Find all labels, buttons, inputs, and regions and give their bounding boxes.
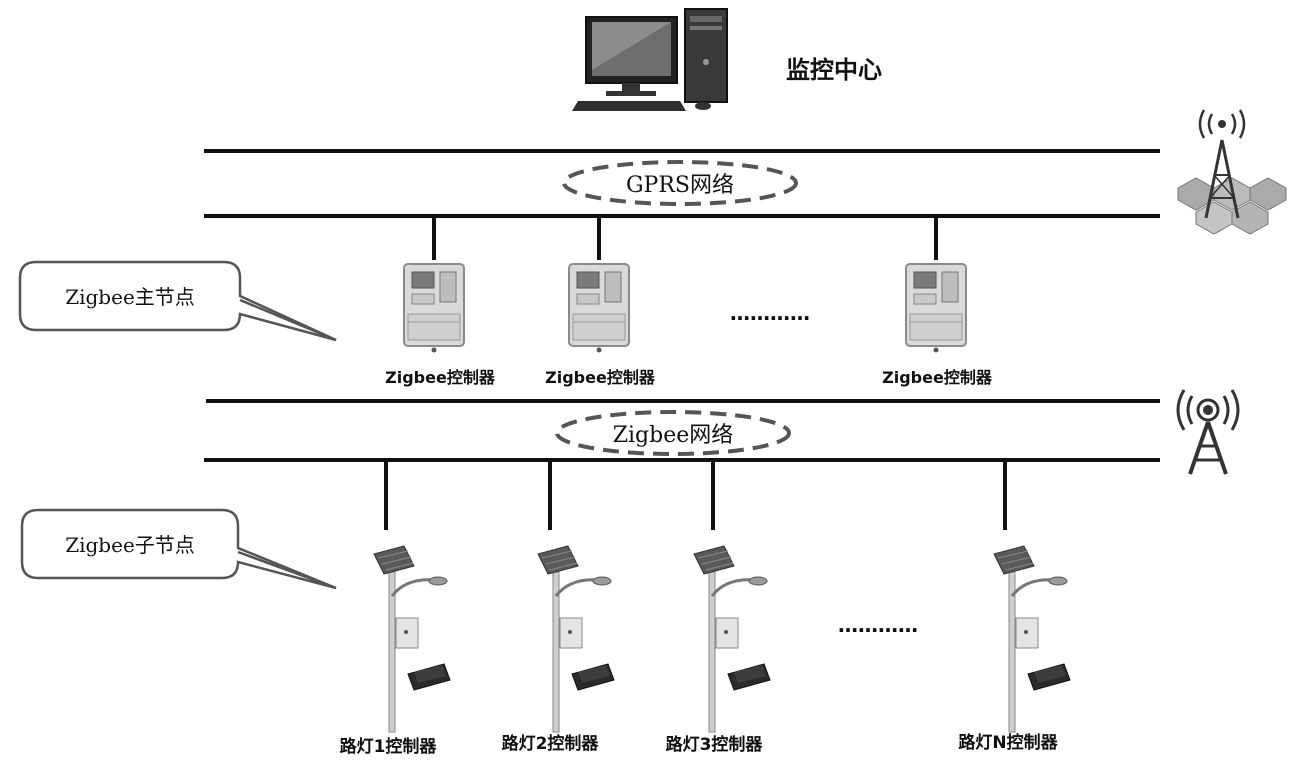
controllers-ellipsis: ………… <box>730 301 810 325</box>
child-node-label: Zigbee子节点 <box>65 533 195 557</box>
streetlight-controller-label: 路灯N控制器 <box>958 732 1058 753</box>
master-node-callout <box>18 260 337 342</box>
cell-tower-icon <box>1177 109 1287 235</box>
streetlight-controller-label: 路灯2控制器 <box>502 733 600 754</box>
controller-meter-icon <box>905 263 967 354</box>
solar-streetlight-icon <box>372 544 452 734</box>
solar-streetlight-icon <box>992 544 1072 734</box>
monitor-center-label: 监控中心 <box>786 56 882 84</box>
radio-antenna-icon <box>1176 389 1240 475</box>
zigbee-controller-label: Zigbee控制器 <box>882 368 993 387</box>
streetlights-ellipsis: ………… <box>838 613 918 637</box>
streetlight-controller-label: 路灯1控制器 <box>340 736 438 757</box>
child-node-callout <box>20 508 337 590</box>
zigbee-network-ellipse <box>555 410 791 456</box>
solar-streetlight-icon <box>692 544 772 734</box>
streetlight-controller-label: 路灯3控制器 <box>666 734 764 755</box>
gprs-network-ellipse <box>562 160 798 206</box>
zigbee-network-label: Zigbee网络 <box>613 423 734 448</box>
desktop-computer-icon <box>572 8 728 111</box>
master-node-label: Zigbee主节点 <box>65 285 195 309</box>
controller-meter-icon <box>403 263 465 354</box>
controller-meter-icon <box>568 263 630 354</box>
zigbee-controller-label: Zigbee控制器 <box>385 368 496 387</box>
solar-streetlight-icon <box>536 544 616 734</box>
zigbee-controller-label: Zigbee控制器 <box>545 368 656 387</box>
gprs-network-label: GPRS网络 <box>626 173 734 198</box>
